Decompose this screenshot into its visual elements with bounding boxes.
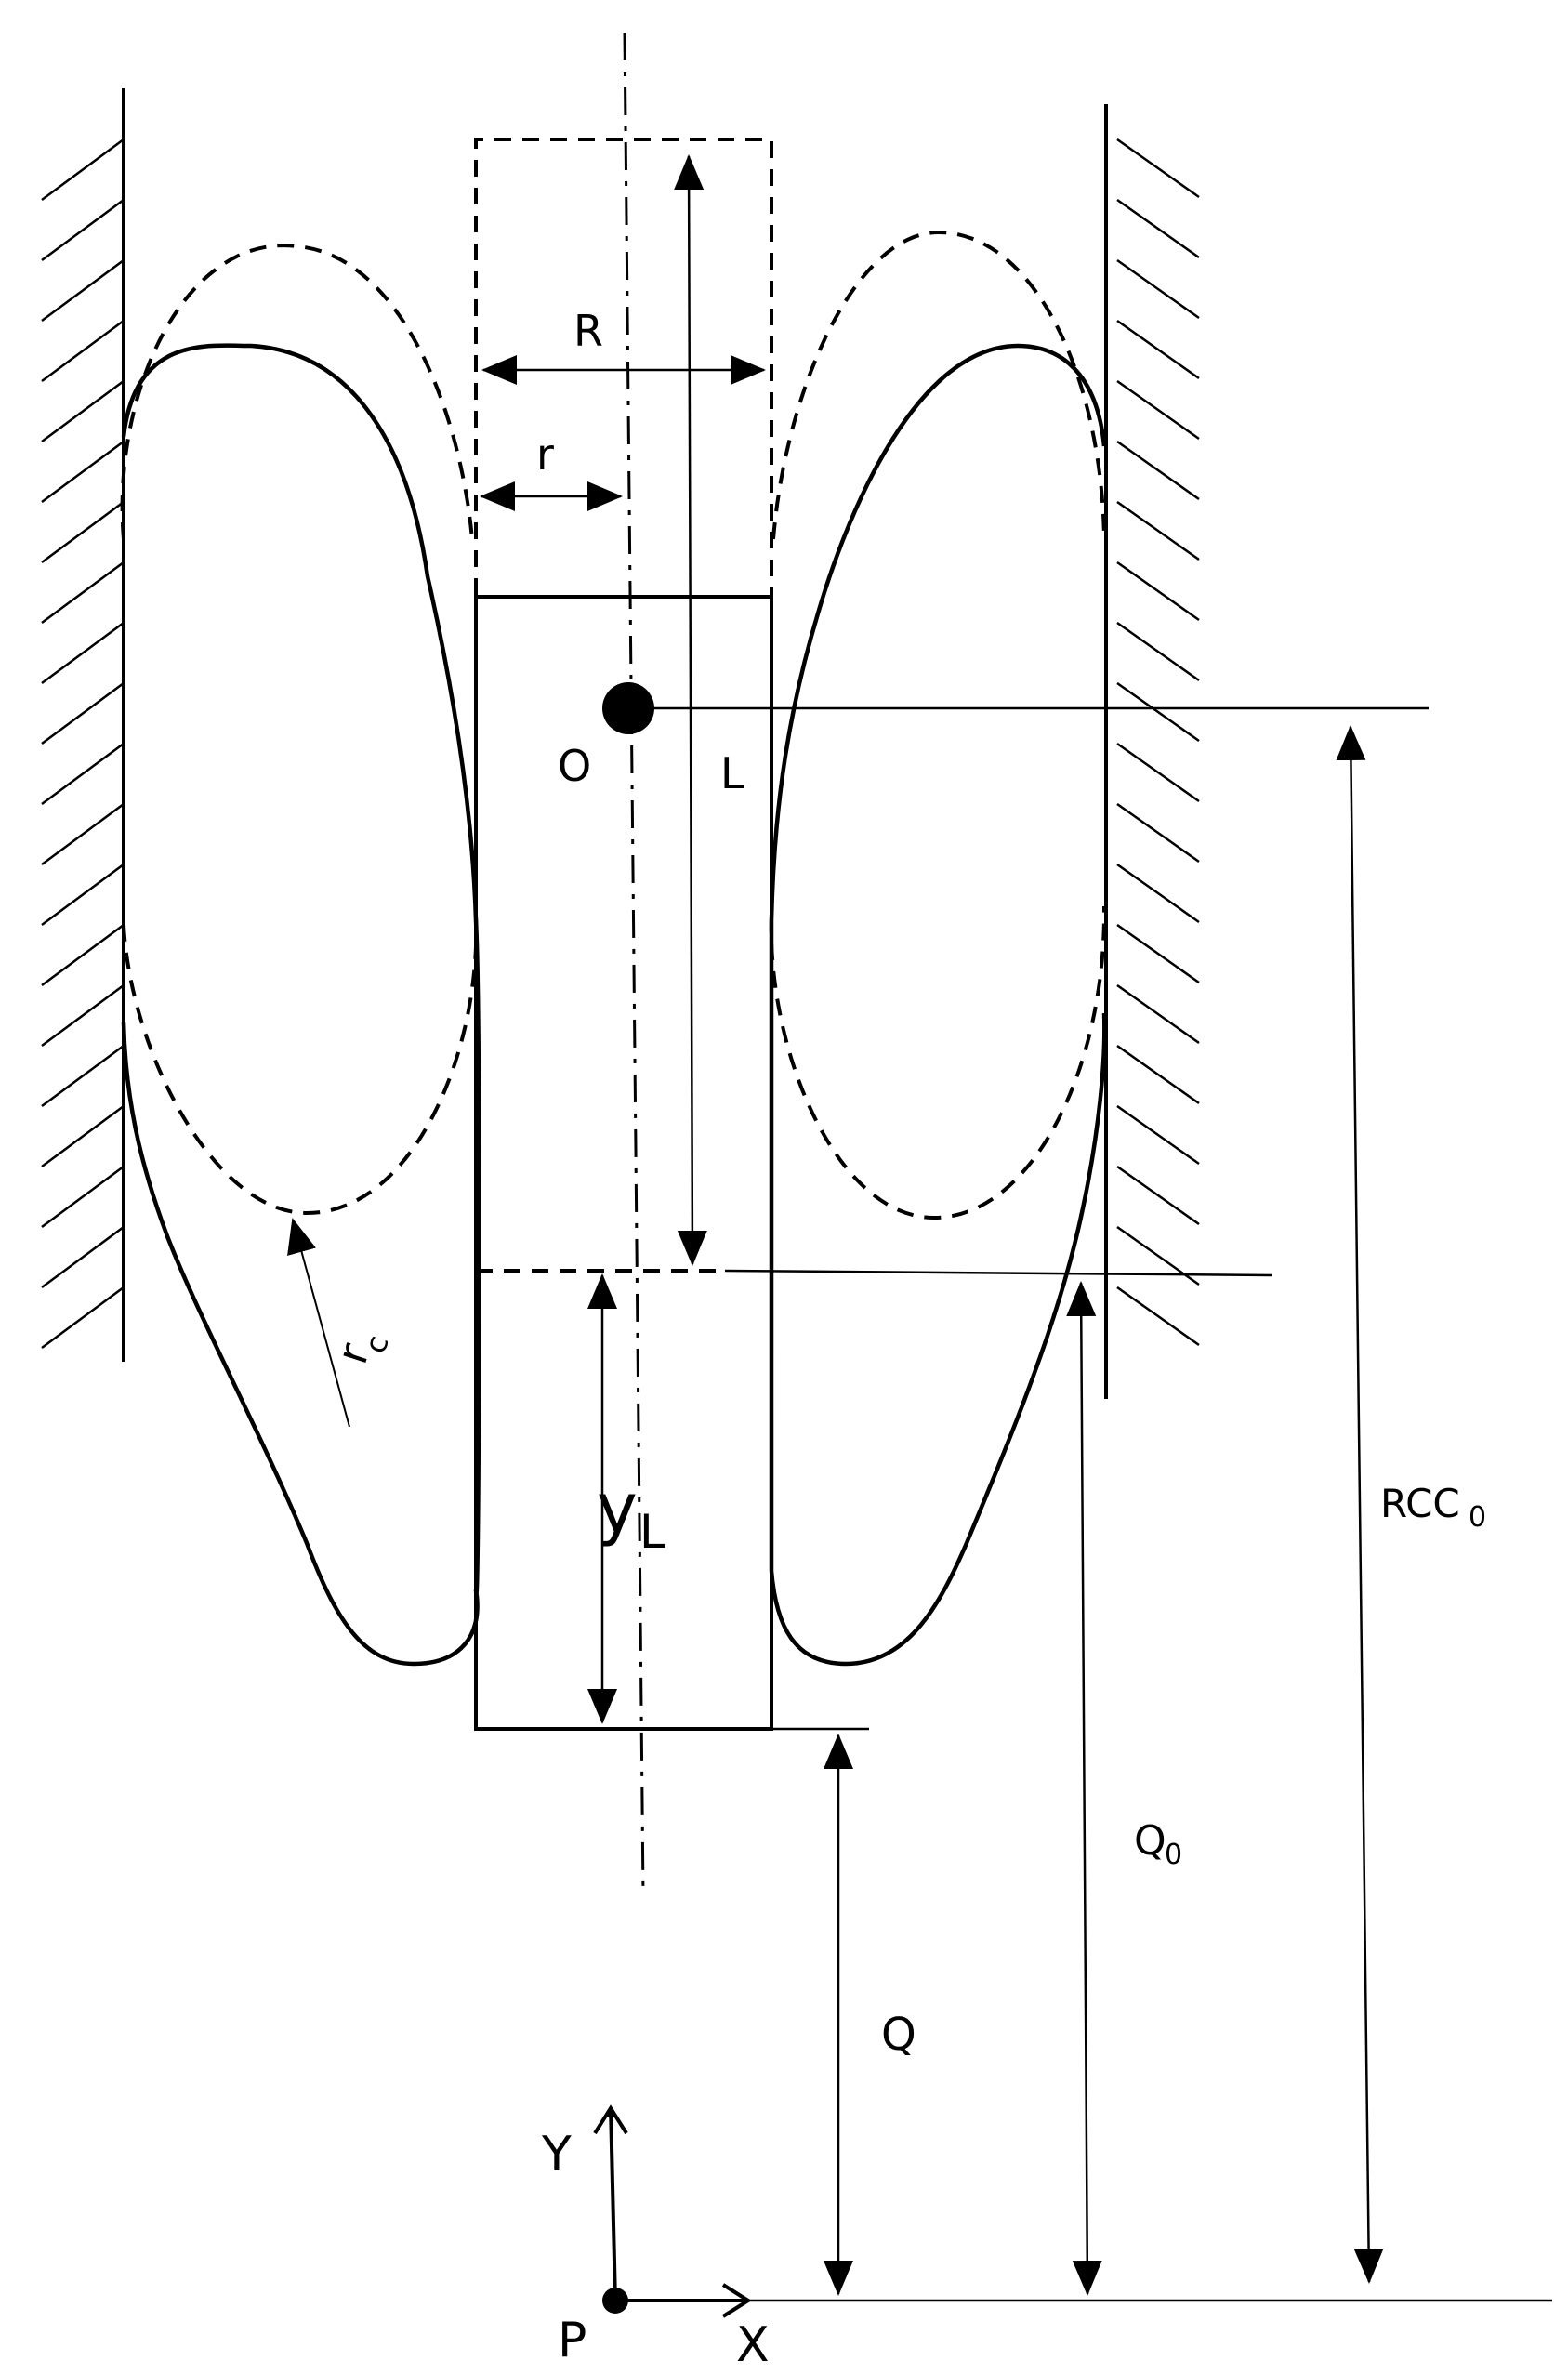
cavity-left <box>121 343 481 1667</box>
label-y-axis: Y <box>541 2127 572 2183</box>
label-r-small: r <box>536 429 554 480</box>
initial-cylinder-outline <box>474 138 773 595</box>
point-p-marker <box>602 2288 628 2314</box>
l-arrow <box>674 154 707 1266</box>
label-rc: r c <box>326 1331 396 1370</box>
label-q0-sub: 0 <box>1165 1839 1182 1871</box>
initial-cavity-right-upper <box>771 230 1106 540</box>
q0-arrow <box>1066 1281 1102 2296</box>
left-wall <box>41 88 125 1362</box>
left-wall-hatching <box>41 138 125 1350</box>
initial-cavity-right-lower <box>769 905 1107 1220</box>
y-axis-head <box>593 2104 628 2135</box>
label-l: L <box>720 748 744 798</box>
label-yl-main: y <box>597 1469 638 1549</box>
point-o-marker <box>602 682 654 734</box>
rcc0-arrow <box>1336 725 1384 2284</box>
label-q0-main: Q <box>1134 1817 1166 1865</box>
label-o: O <box>558 741 591 791</box>
l-reference-line <box>724 1269 1272 1277</box>
label-yl-sub: L <box>639 1505 665 1559</box>
initial-cavity-left-upper <box>120 244 474 540</box>
right-wall <box>1104 104 1200 1399</box>
y-axis-arrow <box>606 2107 617 2301</box>
cavity-right <box>768 343 1107 1667</box>
label-rcc0-sub: 0 <box>1469 1501 1486 1534</box>
initial-cavity-left-lower <box>122 915 479 1216</box>
label-q: Q <box>881 2009 916 2061</box>
centerline <box>623 32 645 1897</box>
rc-arrow <box>287 1218 350 1428</box>
right-wall-hatching <box>1116 138 1200 1347</box>
x-axis-head <box>721 2283 752 2318</box>
label-r-big: R <box>573 306 603 356</box>
label-rcc0-main: RCC <box>1380 1481 1460 1526</box>
label-x-axis: X <box>736 2317 770 2373</box>
label-p: P <box>558 2313 586 2368</box>
